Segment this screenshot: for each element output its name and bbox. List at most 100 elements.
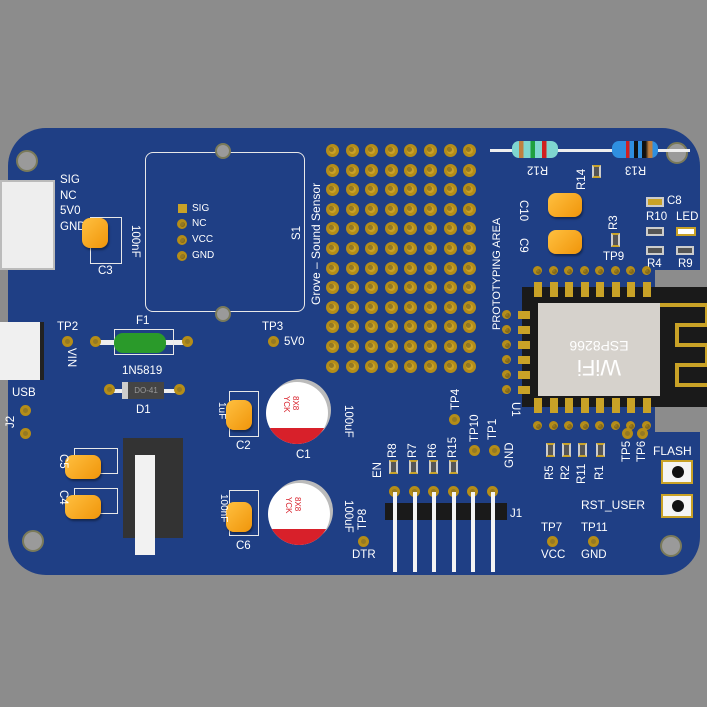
test-point-tp11 xyxy=(588,536,599,547)
c1-value: 100uF xyxy=(342,405,354,438)
tp3-ref: TP3 xyxy=(262,321,284,333)
proto-hole xyxy=(365,300,379,314)
c2-ref: C2 xyxy=(236,440,251,452)
f1-pad xyxy=(90,336,101,347)
proto-hole xyxy=(424,144,437,157)
proto-hole xyxy=(424,320,437,334)
proto-hole xyxy=(424,359,437,373)
sound-sensor-outline xyxy=(145,152,305,312)
esp-pad xyxy=(534,398,542,413)
proto-hole xyxy=(345,320,359,334)
c5-ref: C5 xyxy=(57,454,69,469)
proto-hole xyxy=(384,222,398,236)
proto-hole xyxy=(443,183,457,197)
proto-hole xyxy=(384,183,398,197)
esp-via xyxy=(533,266,542,275)
rst-user-button[interactable] xyxy=(661,494,693,518)
tp1-ref: TP1 xyxy=(487,418,499,440)
proto-hole xyxy=(443,261,457,275)
resistor-r8 xyxy=(389,460,398,474)
rst-user-label: RST_USER xyxy=(581,498,646,512)
led-ref: LED xyxy=(676,211,699,223)
tp1-net: GND xyxy=(504,442,516,468)
test-point-tp4 xyxy=(449,414,460,425)
proto-hole xyxy=(424,222,437,236)
esp-pad xyxy=(611,398,620,413)
tp7-net: VCC xyxy=(541,549,566,561)
d1-pad xyxy=(104,384,115,395)
proto-hole xyxy=(443,300,457,314)
esp-via xyxy=(502,370,511,379)
proto-hole xyxy=(345,359,359,373)
proto-hole xyxy=(443,242,457,255)
proto-hole xyxy=(463,320,477,334)
f1-pad xyxy=(182,336,193,347)
proto-hole xyxy=(404,144,418,157)
header-pin xyxy=(490,492,495,572)
proto-hole xyxy=(326,222,339,236)
module-chip-text: ESP8266 xyxy=(569,338,629,354)
proto-hole xyxy=(326,281,339,295)
grove-connector[interactable] xyxy=(0,180,55,270)
proto-hole xyxy=(326,320,339,334)
grove-pin-nc-label: NC xyxy=(60,190,77,202)
flash-button[interactable] xyxy=(661,460,693,484)
proto-hole xyxy=(345,281,359,295)
r12-ref: R12 xyxy=(527,163,549,176)
tp10-ref: TP10 xyxy=(469,414,481,443)
proto-hole xyxy=(365,359,379,373)
capacitor-c10 xyxy=(548,193,582,217)
resistor-r15 xyxy=(449,460,458,474)
c1-marking: 8X8 YCK xyxy=(282,396,300,413)
j1-ref: J1 xyxy=(510,508,523,520)
proto-hole xyxy=(443,144,457,157)
proto-hole xyxy=(384,281,398,295)
proto-hole xyxy=(404,183,418,197)
proto-hole xyxy=(345,144,359,157)
button-cap-icon xyxy=(672,466,684,478)
proto-hole xyxy=(463,183,477,197)
proto-hole xyxy=(365,320,379,334)
proto-hole xyxy=(424,202,437,216)
proto-hole xyxy=(345,222,359,236)
proto-hole xyxy=(345,202,359,216)
grove-pin-5v-label: 5V0 xyxy=(60,205,81,217)
esp-pad xyxy=(642,398,651,413)
usb-connector[interactable] xyxy=(0,322,44,380)
proto-hole xyxy=(424,300,437,314)
esp-via xyxy=(502,340,511,349)
proto-hole xyxy=(384,340,398,353)
mounting-hole xyxy=(22,530,44,552)
test-point-tp2 xyxy=(62,336,73,347)
resistor-r3 xyxy=(611,233,620,247)
proto-hole xyxy=(424,242,437,255)
proto-hole xyxy=(365,183,379,197)
esp-via xyxy=(564,266,573,275)
resistor-r1 xyxy=(596,443,605,457)
module-wifi-text: WiFi xyxy=(577,355,621,380)
proto-hole xyxy=(404,222,418,236)
resistor-r2 xyxy=(562,443,571,457)
r14-ref: R14 xyxy=(576,168,588,190)
r13-ref: R13 xyxy=(625,163,647,176)
proto-hole xyxy=(404,163,418,177)
esp-pad xyxy=(549,398,558,413)
c6-ref: C6 xyxy=(236,540,251,552)
proto-hole xyxy=(463,261,477,275)
capacitor-c8 xyxy=(646,197,664,207)
proto-hole xyxy=(463,144,477,157)
c2-value: 1uF xyxy=(216,402,227,420)
test-point-tp10 xyxy=(469,445,480,456)
proto-hole xyxy=(463,222,477,236)
c6-value: 100nF xyxy=(218,494,229,523)
proto-hole xyxy=(365,242,379,255)
proto-hole xyxy=(384,300,398,314)
proto-hole xyxy=(443,359,457,373)
tp4-ref: TP4 xyxy=(450,388,462,410)
proto-hole xyxy=(365,163,379,177)
test-point-tp7 xyxy=(547,536,558,547)
esp-pad xyxy=(518,341,530,349)
r7-ref: R7 xyxy=(407,443,419,458)
tp11-ref: TP11 xyxy=(581,522,608,534)
esp-via xyxy=(579,266,589,275)
